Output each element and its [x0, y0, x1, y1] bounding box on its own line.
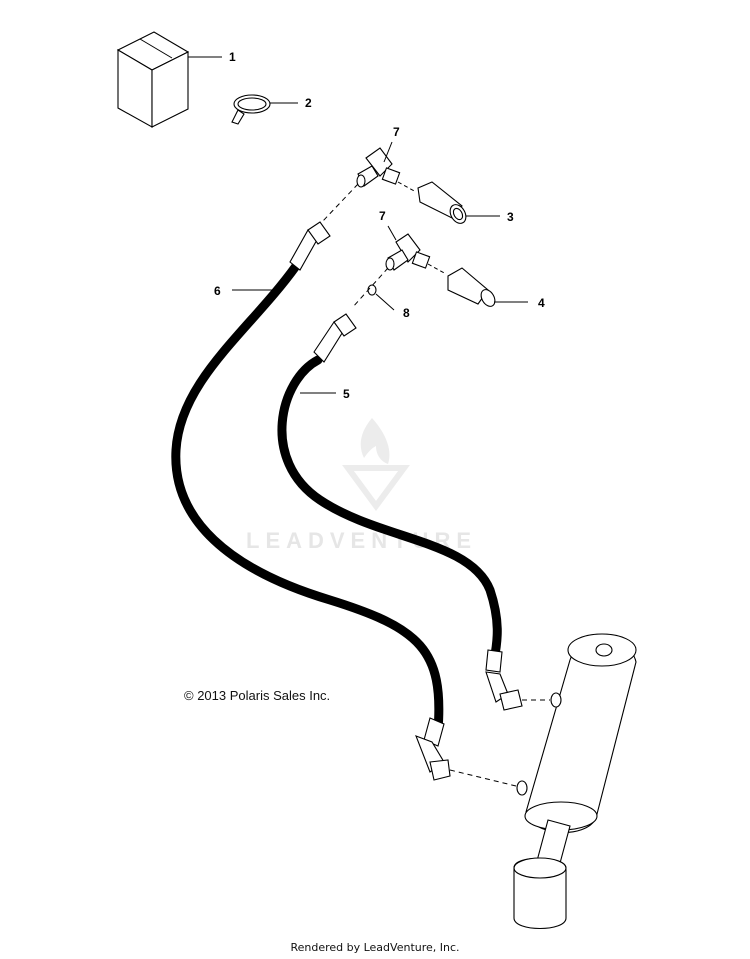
callout-7-upper: 7 [393, 125, 400, 139]
part-8-fitting [367, 284, 377, 296]
part-2-clamp [231, 94, 271, 125]
callout-7-lower: 7 [379, 209, 386, 223]
callout-5: 5 [343, 387, 350, 401]
part-4-coupler [447, 267, 496, 307]
callout-2: 2 [305, 96, 312, 110]
copyright-text: © 2013 Polaris Sales Inc. [184, 688, 331, 703]
part-3-coupler [417, 181, 467, 224]
leader-8 [375, 293, 395, 311]
part-7-elbow-lower [385, 233, 431, 271]
part-1-box [116, 31, 190, 128]
leader-7-lower [387, 225, 397, 241]
callout-4: 4 [538, 296, 545, 310]
callout-6: 6 [214, 284, 221, 298]
hydraulic-cylinder [513, 633, 637, 929]
callout-8: 8 [403, 306, 410, 320]
callout-3: 3 [507, 210, 514, 224]
part-5-hose [277, 313, 523, 711]
watermark-logo [342, 418, 410, 512]
footer-credit: Rendered by LeadVenture, Inc. [290, 941, 460, 954]
leader-7-upper [383, 141, 393, 163]
part-7-elbow-upper [356, 147, 401, 188]
part-6-hose [171, 221, 451, 781]
callout-1: 1 [229, 50, 236, 64]
